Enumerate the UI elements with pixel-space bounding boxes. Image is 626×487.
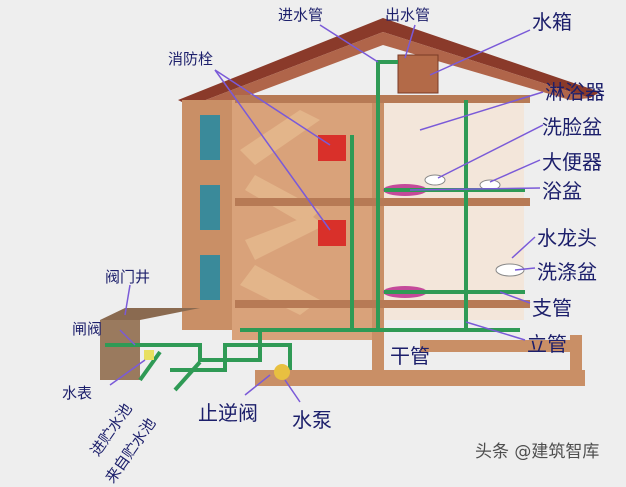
pipe-to-pool [138, 350, 162, 382]
label-branch-pipe: 支管 [532, 296, 572, 320]
main-pipe [170, 343, 292, 372]
stairs [240, 110, 320, 165]
stairs [245, 215, 325, 260]
window [200, 185, 220, 230]
main-pipe [105, 330, 262, 362]
label-wash-basin: 洗脸盆 [542, 115, 602, 139]
label-bathtub: 浴盆 [542, 179, 582, 203]
floor-slab [235, 300, 530, 308]
watermark: 头条 @建筑智库 [475, 442, 600, 462]
leader-lines [109, 24, 544, 403]
floor-slab [235, 95, 530, 103]
label-faucet: 水龙头 [537, 226, 597, 250]
label-toilet: 大便器 [542, 150, 602, 174]
window [200, 115, 220, 160]
window [200, 255, 220, 300]
interior-wall [384, 100, 524, 320]
label-shower: 淋浴器 [545, 80, 605, 104]
pipe-from-pool [173, 360, 202, 392]
label-check-valve: 止逆阀 [198, 401, 258, 425]
fire-hydrant-box [318, 135, 346, 161]
label-pump: 水泵 [292, 408, 332, 432]
water-meter [144, 350, 154, 360]
label-fire-hydrant: 消防栓 [168, 50, 214, 68]
floor-slab [235, 198, 530, 206]
label-water-tank: 水箱 [532, 10, 572, 34]
foundation [255, 370, 585, 386]
label-water-meter: 水表 [62, 384, 93, 402]
label-sink: 洗涤盆 [537, 260, 597, 284]
label-gate-valve: 闸阀 [72, 320, 103, 338]
label-riser-pipe: 立管 [527, 332, 567, 356]
fire-hydrant-box [318, 220, 346, 246]
label-outlet-pipe: 出水管 [385, 6, 431, 24]
valve-well [100, 320, 140, 380]
label-valve-well: 阀门井 [105, 268, 151, 286]
sink [495, 263, 525, 277]
label-main-pipe: 干管 [390, 344, 430, 368]
label-inlet-pipe: 进水管 [278, 6, 324, 24]
foundation-wall [570, 335, 582, 385]
pump [274, 364, 290, 380]
building-water-supply-diagram [100, 18, 600, 403]
foundation-wall [420, 340, 580, 352]
